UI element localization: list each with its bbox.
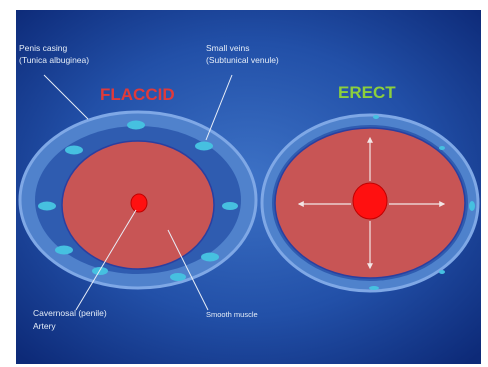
pointer-penis-casing bbox=[43, 74, 89, 120]
erect-cross-section bbox=[260, 113, 480, 293]
expansion-arrows bbox=[297, 136, 446, 270]
pointer-small-veins bbox=[205, 74, 233, 141]
vein-icon bbox=[469, 201, 475, 211]
vein-icon bbox=[65, 145, 83, 155]
pointer-smooth-muscle bbox=[167, 229, 209, 311]
vein-icon bbox=[38, 201, 56, 211]
label-penis-casing-2: (Tunica albuginea) bbox=[19, 55, 89, 65]
label-pointer-lines bbox=[43, 74, 233, 311]
vein-icon bbox=[127, 120, 145, 130]
vein-icon bbox=[373, 115, 379, 119]
title-flaccid: FLACCID bbox=[100, 85, 175, 104]
label-smooth-muscle: Smooth muscle bbox=[206, 310, 258, 319]
pointer-artery bbox=[75, 209, 137, 311]
erect-artery bbox=[352, 182, 388, 220]
label-small-veins-2: (Subtunical venule) bbox=[206, 55, 279, 65]
flaccid-small-veins bbox=[38, 120, 238, 281]
vein-icon bbox=[222, 202, 238, 210]
label-artery-1: Cavernosal (penile) bbox=[33, 308, 107, 318]
vein-icon bbox=[201, 252, 219, 262]
diagram-canvas: Penis casing (Tunica albuginea) Small ve… bbox=[16, 10, 481, 364]
label-small-veins-1: Small veins bbox=[206, 43, 249, 53]
vein-icon bbox=[170, 273, 186, 281]
vein-icon bbox=[195, 141, 213, 151]
vein-icon bbox=[439, 270, 445, 274]
vein-icon bbox=[439, 146, 445, 150]
title-erect: ERECT bbox=[338, 83, 396, 102]
vein-icon bbox=[92, 267, 108, 275]
flaccid-cross-section bbox=[18, 110, 258, 290]
erect-small-veins bbox=[369, 115, 475, 290]
vein-icon bbox=[55, 245, 73, 255]
label-artery-2: Artery bbox=[33, 321, 56, 331]
diagram-slide: Penis casing (Tunica albuginea) Small ve… bbox=[16, 10, 481, 364]
flaccid-artery bbox=[130, 193, 148, 213]
label-penis-casing-1: Penis casing bbox=[19, 43, 67, 53]
vein-icon bbox=[369, 286, 379, 290]
